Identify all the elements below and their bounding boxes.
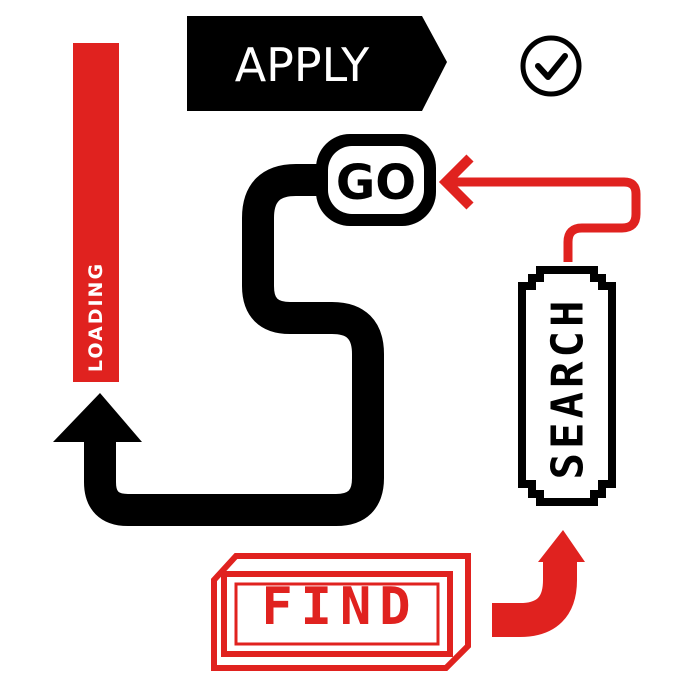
winding-path	[84, 164, 384, 526]
search-button-frame	[518, 266, 616, 506]
loading-bar: LOADING	[73, 43, 119, 382]
connector-line	[452, 177, 641, 262]
go-pill[interactable]: GO	[316, 134, 436, 226]
apply-banner-shape[interactable]	[187, 16, 447, 111]
find-label: FIND	[261, 577, 418, 637]
find-button-inner-border	[234, 582, 440, 646]
search-button[interactable]: SEARCH	[518, 266, 616, 506]
curved-arrow-up-icon	[492, 530, 585, 637]
find-button-face	[221, 571, 453, 657]
loading-bar-fill	[73, 43, 119, 382]
search-label: SEARCH	[543, 297, 594, 480]
arrow-up-icon	[53, 393, 142, 442]
arrow-left-connector	[438, 154, 641, 262]
go-label: GO	[336, 155, 416, 211]
check-circle-icon[interactable]	[520, 35, 582, 97]
arrow-left-icon	[438, 154, 474, 210]
apply-label: APPLY	[235, 38, 370, 92]
find-button[interactable]: FIND	[211, 553, 471, 671]
go-pill-inner	[328, 146, 424, 214]
loading-label: LOADING	[85, 262, 107, 372]
apply-banner[interactable]: APPLY	[187, 16, 447, 111]
winding-path-arrow	[53, 164, 384, 526]
